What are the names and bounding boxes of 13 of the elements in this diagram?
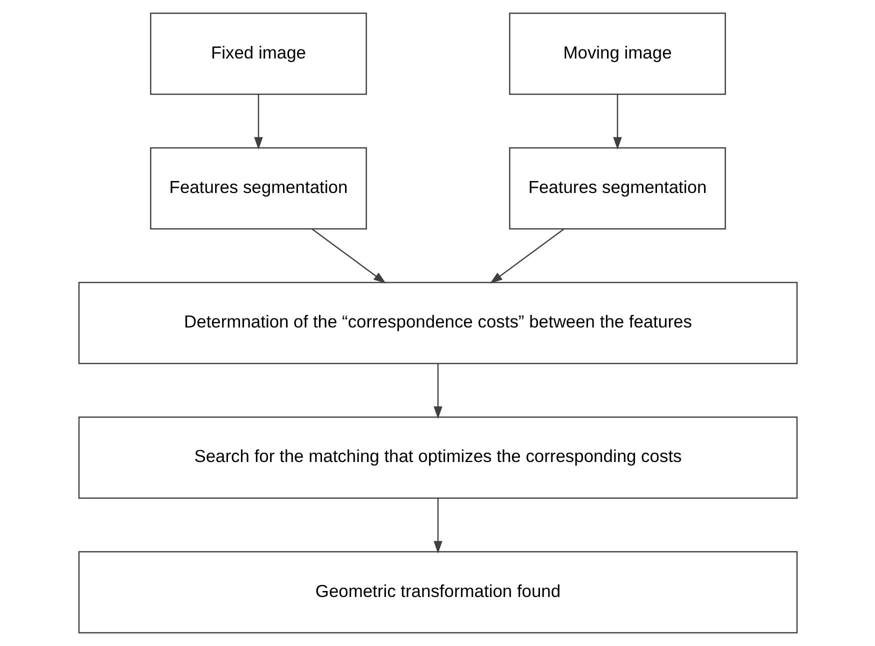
node-box: Geometric transformation found <box>78 551 798 634</box>
node-box: Fixed image <box>150 12 366 95</box>
node-box: Search for the matching that optimizes the corresponding costs <box>78 416 798 499</box>
arrow <box>612 94 622 150</box>
node-box: Moving image <box>508 12 726 95</box>
arrow <box>433 364 442 419</box>
node-box: Features segmentation <box>508 147 726 230</box>
arrow <box>311 228 386 284</box>
node-box: Determnation of the “correspondence costs” between the features <box>78 282 798 364</box>
node-box: Features segmentation <box>150 147 366 230</box>
arrow <box>489 228 564 284</box>
arrow <box>254 94 262 150</box>
arrow <box>433 498 442 554</box>
